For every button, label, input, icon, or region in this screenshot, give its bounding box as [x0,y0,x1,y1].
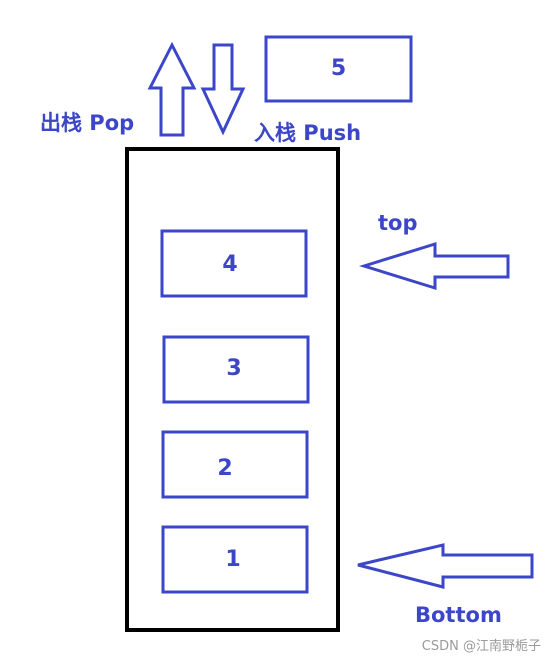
push-arrow-icon [200,43,246,136]
incoming-element-box [264,35,413,103]
bottom-label: Bottom [415,603,502,627]
push-label: 入栈 Push [254,121,362,145]
pop-arrow-icon [147,41,197,137]
stack-element-box-3 [162,335,310,404]
stack-element-box-1 [161,525,309,594]
pop-label: 出栈 Pop [40,111,135,135]
bottom-pointer-arrow-icon [357,543,534,589]
top-label: top [378,211,418,235]
stack-element-box-2 [161,430,309,499]
stack-element-label-2: 2 [217,456,233,481]
stack-element-label-4: 4 [222,252,238,277]
stack-element-box-4 [160,229,308,298]
incoming-element-label: 5 [330,56,347,81]
stack-element-label-1: 1 [225,547,241,572]
stack-element-label-3: 3 [226,356,242,381]
top-pointer-arrow-icon [358,241,510,291]
watermark: CSDN @江南野栀子 [421,639,541,654]
stack-container [125,147,340,632]
